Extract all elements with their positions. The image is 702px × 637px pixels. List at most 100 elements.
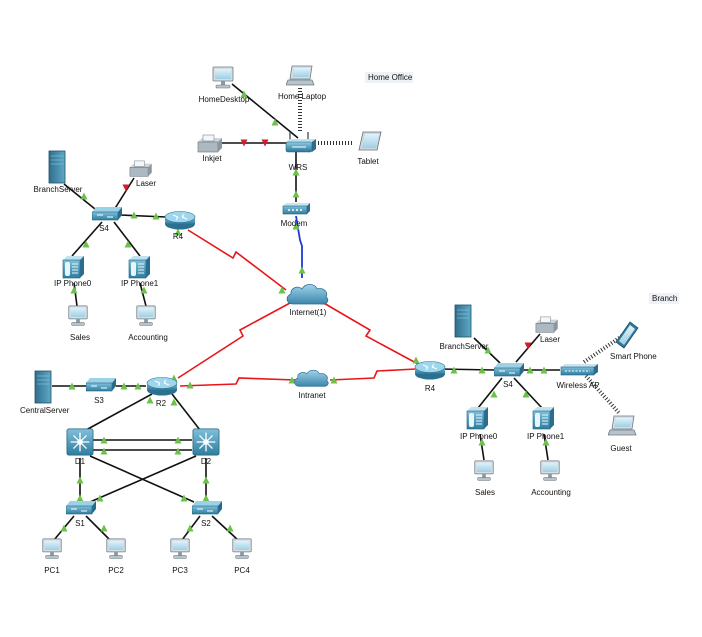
s4-right-device[interactable]: S4 [494,363,524,389]
router-icon [164,211,196,230]
smart-phone-device[interactable]: Smart Phone [610,321,657,361]
device-label: S1 [75,519,85,528]
link-up-marker [226,524,234,532]
pc-icon [136,305,156,326]
area-note-branch[interactable]: Branch [652,294,677,303]
device-label: Wireless AP [556,381,599,390]
device-label: R4 [173,232,184,241]
s1-device[interactable]: S1 [66,501,96,528]
internet-cloud[interactable]: Internet(1) [286,284,329,318]
branch-server-left-device[interactable]: BranchServer [34,150,83,194]
modem-device[interactable]: Modem [281,202,310,228]
ip-phone-icon [128,255,151,279]
home-desktop-device[interactable]: HomeDesktop [199,66,250,104]
link-up-marker [202,476,210,484]
laptop-icon [608,415,637,436]
laser-left-device[interactable]: Laser [129,160,156,188]
device-label: PC3 [172,566,188,575]
tablet-icon [358,131,382,151]
serial-internet-r4right [321,301,419,365]
device-label: Inkjet [202,154,222,163]
link-s1-pc2 [85,515,111,541]
device-label: R4 [425,384,436,393]
link-s4right-phone0 [477,377,503,409]
area-note-home-office[interactable]: Home Office [368,73,413,82]
pc2-device[interactable]: PC2 [106,538,126,575]
link-up-marker [278,286,286,294]
device-label: Accounting [128,333,168,342]
central-server-device[interactable]: CentralServer [20,370,70,415]
d2-device[interactable]: D2 [192,428,220,466]
access-point-icon [560,363,598,376]
sales-left-device[interactable]: Sales [68,305,90,342]
serial-internet-r2 [177,302,291,379]
device-label: Sales [475,488,495,497]
pc-icon [540,460,560,481]
ip-phone0-left-device[interactable]: IP Phone0 [54,255,92,288]
ip-phone-icon [532,406,555,430]
switch-icon [192,501,222,515]
branch-server-right-device[interactable]: BranchServer [440,304,489,351]
s2-device[interactable]: S2 [192,501,222,528]
device-label: Laser [540,335,560,344]
pc-icon [170,538,190,559]
wrs-device[interactable]: WRS [285,131,316,172]
link-s4-phone1-left [113,221,141,257]
device-label: WRS [289,163,308,172]
device-label: Internet(1) [290,308,327,317]
accounting-left-device[interactable]: Accounting [128,305,168,342]
router-icon [146,377,178,396]
link-r2-d2 [171,393,201,431]
pc-icon [232,538,252,559]
cloud-icon [286,284,329,305]
pc1-device[interactable]: PC1 [42,538,62,575]
device-label: IP Phone0 [54,279,92,288]
router-icon [414,361,446,380]
s3-device[interactable]: S3 [86,378,116,405]
area-note-background [365,72,413,83]
device-label: Guest [610,444,632,453]
wireless-ap-device[interactable]: Wireless AP [556,363,600,390]
device-label: Tablet [357,157,379,166]
device-label: Smart Phone [610,352,657,361]
ip-phone1-right-device[interactable]: IP Phone1 [527,406,565,441]
link-up-marker [174,447,182,455]
inkjet-device[interactable]: Inkjet [197,134,222,163]
link-phone0-sales-left [73,282,78,307]
device-label: S4 [503,380,513,389]
r2-device[interactable]: R2 [146,377,178,409]
link-s2-pc4 [211,515,239,541]
pc4-device[interactable]: PC4 [232,538,252,575]
laser-right-device[interactable]: Laser [535,316,560,344]
device-label: PC1 [44,566,60,575]
guest-device[interactable]: Guest [608,415,637,453]
accounting-right-device[interactable]: Accounting [531,460,571,497]
sales-right-device[interactable]: Sales [474,460,495,497]
device-label: PC4 [234,566,250,575]
switch-icon [494,363,524,377]
link-d2-s1 [89,455,197,503]
intranet-cloud[interactable]: Intranet [294,369,329,400]
multilayer-switch-icon [66,428,94,456]
home-laptop-device[interactable]: Home Laptop [278,65,327,101]
device-label: Modem [281,219,308,228]
multilayer-switch-icon [192,428,220,456]
device-label: Home Laptop [278,92,327,101]
ip-phone1-left-device[interactable]: IP Phone1 [121,255,159,288]
r4-right-device[interactable]: R4 [414,361,446,394]
s4-left-device[interactable]: S4 [92,207,122,233]
link-up-marker [100,447,108,455]
switch-icon [86,378,116,392]
pc3-device[interactable]: PC3 [170,538,190,575]
r4-left-device[interactable]: R4 [164,211,196,242]
ip-phone-icon [62,255,85,279]
device-label: IP Phone1 [121,279,159,288]
d1-device[interactable]: D1 [66,428,94,466]
ip-phone0-right-device[interactable]: IP Phone0 [460,406,498,441]
link-up-marker [202,494,210,502]
tablet-device[interactable]: Tablet [357,131,382,166]
device-label: S3 [94,396,104,405]
link-up-marker [76,494,84,502]
link-laser-s4-left [113,177,135,211]
